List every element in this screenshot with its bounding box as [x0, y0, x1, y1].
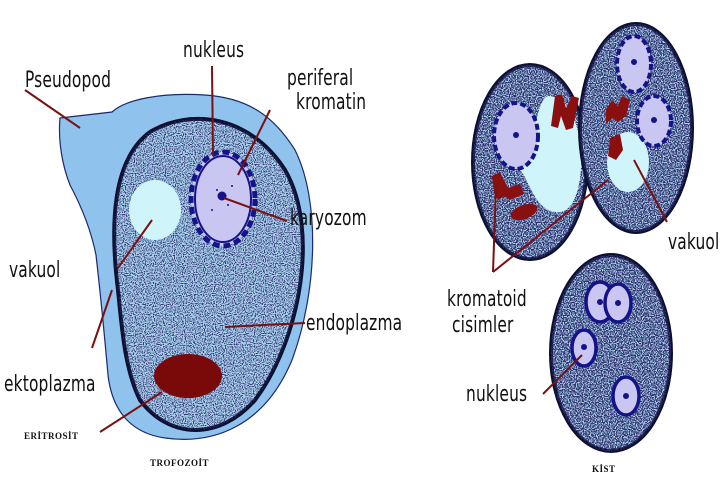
cyst-nucleus [637, 96, 671, 146]
nucleus-label: nukleus [183, 40, 244, 62]
cyst-nucleus [617, 36, 651, 92]
chromatoid-label-line2: cisimler [452, 315, 514, 337]
erythrocyte [154, 354, 222, 398]
trophozoite-caption: TROFOZOİT [150, 459, 209, 468]
pseudopod-label: Pseudopod [25, 70, 111, 92]
cyst-cell-right [576, 20, 696, 235]
chromatoid-label-line1: kromatoid [447, 289, 527, 311]
erythrocyte-label: ERİTROSİT [24, 432, 79, 441]
cyst-caption: KİST [592, 465, 616, 474]
cyst-nucleus-label: nukleus [466, 384, 527, 406]
ectoplasm-label: ektoplazma [4, 374, 96, 396]
nucleus [191, 152, 255, 246]
cyst-vacuole-label: vakuol [668, 232, 719, 254]
cyst-cell-left [470, 60, 590, 260]
endoplasm-label: endoplazma [306, 313, 402, 335]
cyst-cell-bottom [548, 252, 678, 457]
peripheral-label-line1: periferal [287, 68, 353, 90]
cyst-nucleus [494, 103, 538, 169]
cyst-nucleus [605, 284, 631, 322]
karyosome-label: karyozom [290, 208, 367, 230]
cyst-nucleus [613, 377, 639, 415]
peripheral-label-line2: kromatin [296, 92, 366, 114]
vacuole [129, 180, 181, 240]
vacuole-label: vakuol [9, 260, 60, 282]
trophozoite [59, 94, 330, 450]
